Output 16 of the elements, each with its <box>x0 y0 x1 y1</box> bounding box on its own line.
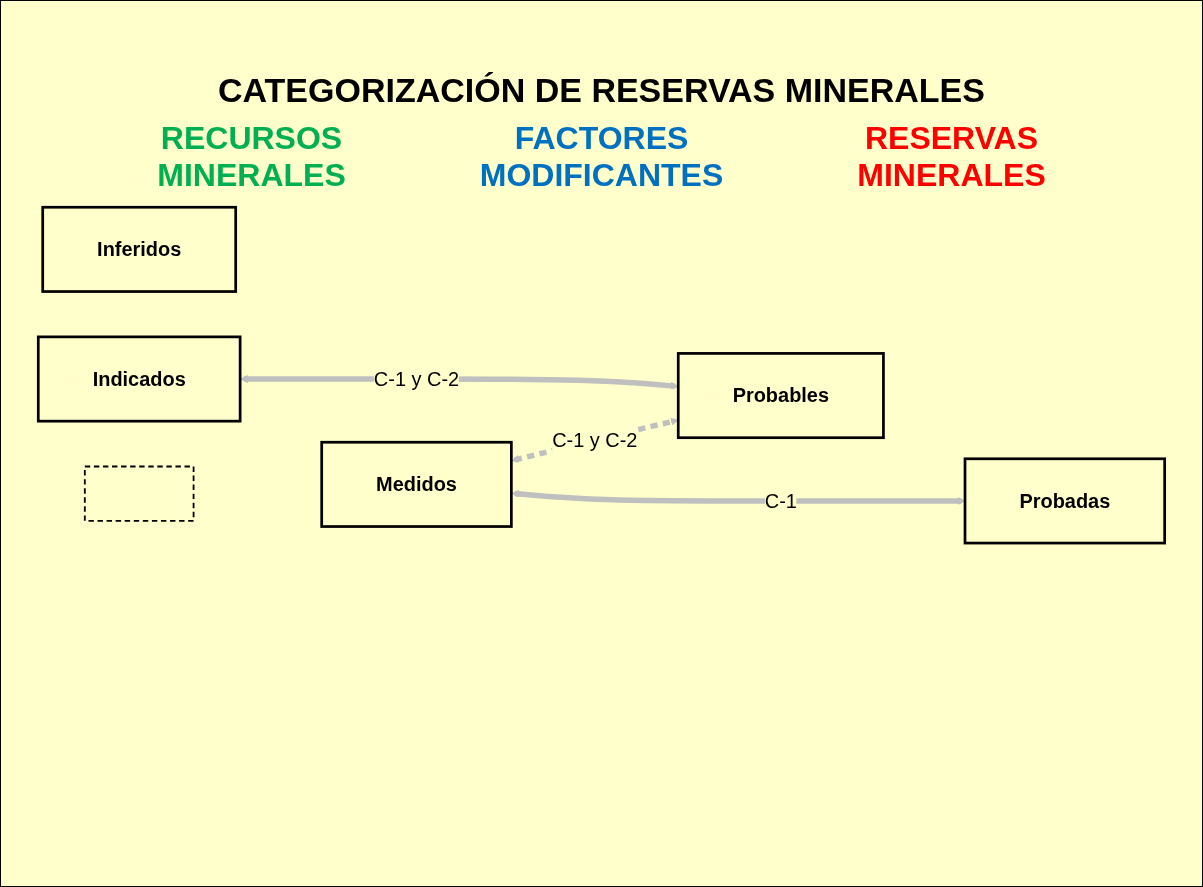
column-heading: RESERVAS MINERALES <box>856 120 1047 194</box>
edge-label: C-1 y C-2 <box>552 428 638 452</box>
column-heading: FACTORES MODIFICANTES <box>478 120 725 194</box>
node-box <box>83 465 195 522</box>
arrow <box>511 417 679 463</box>
flowchart: C-1 y C-2 C-1 y C-2 C-1 Inferidos Indicados Probables Medidos Probadas <box>31 200 1172 551</box>
node-box <box>41 205 238 293</box>
edge-label: C-1 y C-2 <box>373 367 460 391</box>
node-box <box>963 457 1167 545</box>
node-box <box>320 440 513 528</box>
column-heading: RECURSOS MINERALES <box>156 120 347 194</box>
node-box <box>36 335 242 423</box>
edge-label: C-1 <box>764 489 797 513</box>
diagram-title: CATEGORIZACIÓN DE RESERVAS MINERALES <box>218 71 985 110</box>
node-box <box>676 352 885 440</box>
arrow <box>511 489 966 505</box>
